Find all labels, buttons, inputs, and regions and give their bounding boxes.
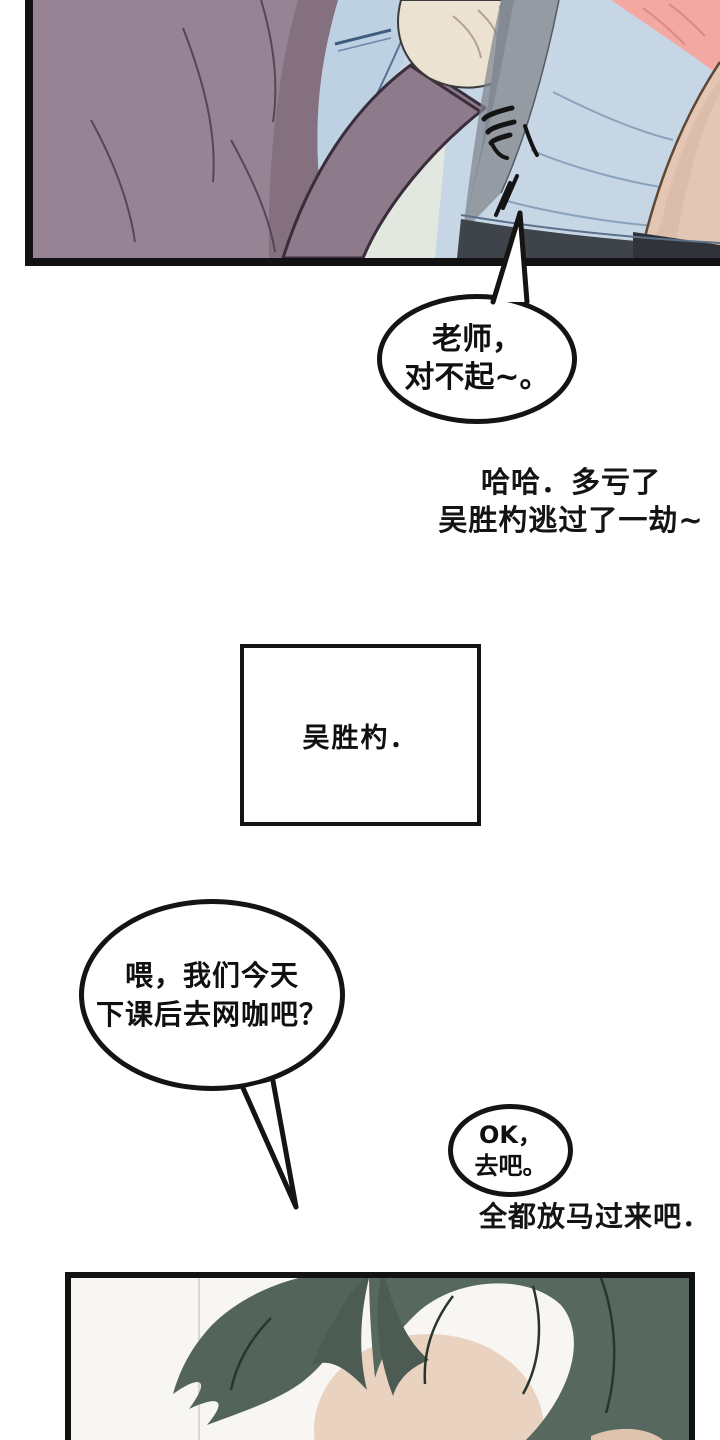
- forehead-skin: [314, 1334, 544, 1440]
- hair-bang-center-right: [377, 1278, 429, 1396]
- bubble-teacher-line2: 对不起~。: [404, 360, 550, 395]
- caption-haha-line1: 哈哈．多亏了: [480, 465, 661, 499]
- name-box: 吴胜杓．: [240, 644, 481, 826]
- shirt-hem-line: [460, 214, 720, 244]
- pink-garment-folds: [642, 3, 706, 46]
- jacket-pocket-line: [334, 28, 392, 46]
- pink-garment: [611, 0, 720, 76]
- face-skin-sliver: [591, 1428, 663, 1440]
- hair-detail-lines: [229, 1278, 616, 1414]
- top-panel-illustration: [33, 0, 720, 258]
- bubble-ok-line2: 去吧。: [474, 1151, 547, 1180]
- name-box-text: 吴胜杓．: [302, 722, 419, 754]
- bubble-invite-line2: 下课后去网咖吧？: [95, 998, 328, 1031]
- hair-mass-left: [173, 1278, 369, 1425]
- sweater-fold-lines: [90, 0, 277, 253]
- speech-bubble-invite: 喂，我们今天 下课后去网咖吧？: [79, 899, 345, 1091]
- teacher-bubble-tail: [490, 210, 530, 305]
- speech-bubble-teacher: 老师， 对不起~。: [377, 294, 577, 424]
- bubble-ok-line1: OK，: [479, 1120, 542, 1149]
- arm-outline: [638, 61, 720, 258]
- motion-lines: [490, 124, 539, 217]
- speech-bubble-ok: OK， 去吧。: [448, 1104, 573, 1197]
- bubble-invite-line1: 喂，我们今天: [124, 959, 299, 992]
- caption-haha-line2: 吴胜杓逃过了一劫~: [438, 503, 704, 537]
- caption-haha: 哈哈．多亏了 吴胜杓逃过了一劫~: [425, 463, 717, 539]
- caption-bring-text: 全都放马过来吧．: [478, 1200, 711, 1233]
- necktie-edge: [500, 0, 560, 194]
- top-panel: [25, 0, 720, 266]
- arm-skin-shadow: [643, 80, 720, 258]
- necktie: [463, 0, 559, 232]
- bottom-panel: [65, 1272, 695, 1440]
- bottom-panel-illustration: [71, 1278, 689, 1440]
- hair-bang-center-left: [311, 1278, 370, 1390]
- sweater-person: [33, 0, 338, 258]
- bubble-teacher-line1: 老师，: [432, 322, 522, 357]
- invite-bubble-tail: [240, 1078, 299, 1210]
- jacket-pocket-line-2: [337, 37, 392, 52]
- sweater-shadow: [268, 0, 338, 258]
- caption-bring-it-on: 全都放马过来吧．: [468, 1200, 720, 1234]
